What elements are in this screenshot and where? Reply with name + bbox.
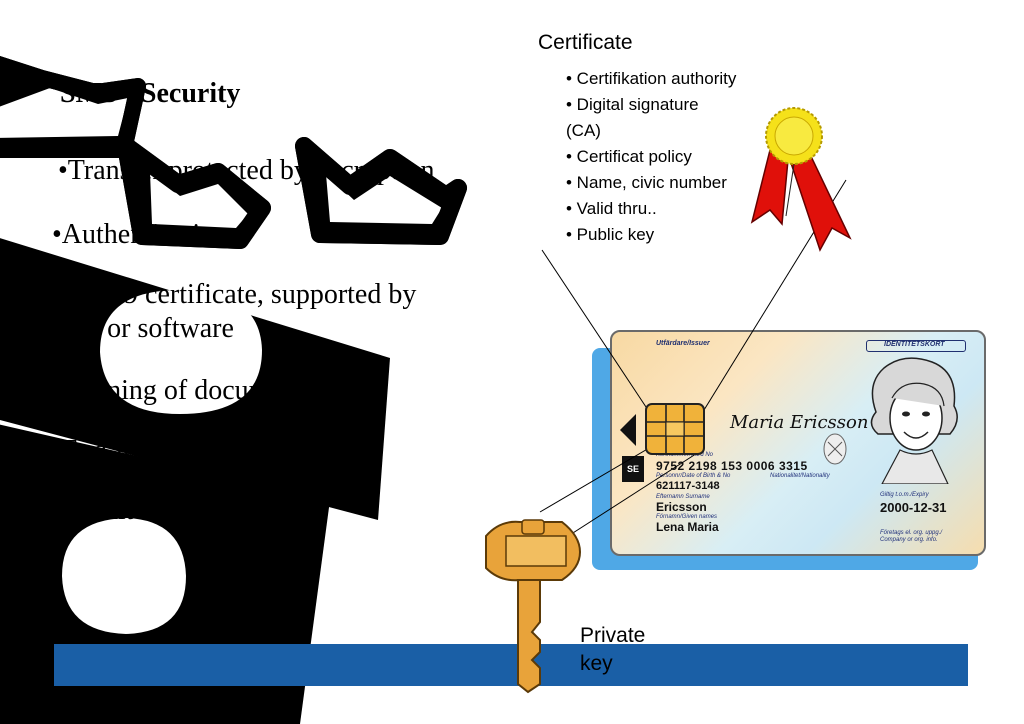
private-key-label-line1: Private	[580, 624, 646, 647]
card-valid-label: Giltig t.o.m./Expiry	[880, 492, 929, 498]
medal-ribbon-icon	[750, 107, 852, 252]
card-given-names: Lena Maria	[656, 520, 719, 534]
card-given-label: Förnamn/Given names	[656, 514, 718, 520]
card-type-box	[866, 340, 966, 352]
private-key-label: Private key	[580, 622, 645, 678]
certificate-label: Certificate	[538, 31, 633, 54]
cert-item-valid: • Valid thru..	[566, 199, 657, 218]
arrow-left-icon	[620, 414, 636, 446]
cert-item-pubkey: • Public key	[566, 225, 655, 244]
card-issuer-label: Utfärdare/Issuer	[656, 340, 710, 347]
bullet-x509-cont: card or software	[52, 313, 234, 344]
card-valid-date: 2000-12-31	[880, 500, 947, 515]
cert-item-signature: • Digital signature	[566, 95, 699, 114]
card-company-label-2: Company or org. info.	[880, 537, 938, 543]
card-signature: Maria Ericsson	[730, 412, 869, 433]
card-personal-number: 621117-3148	[656, 480, 720, 492]
footer-bar	[54, 644, 968, 686]
cert-item-policy: • Certificat policy	[566, 147, 692, 166]
bullet-x509: • X.509 certificate, supported by	[52, 279, 417, 310]
card-dob-label: Personnr/Date of Birth & No	[656, 473, 731, 479]
portrait-icon	[870, 357, 958, 484]
key-icon	[485, 519, 582, 694]
card-type-label: IDENTITETSKORT	[884, 341, 945, 348]
card-number: 9752 2198 153 0006 3315	[656, 459, 808, 473]
cert-item-ca: (CA)	[566, 121, 601, 140]
private-key-label-line2: key	[580, 652, 613, 675]
cert-item-authority: • Certifikation authority	[566, 69, 737, 88]
card-surname-label: Efternamn Surname	[656, 494, 710, 500]
chip-icon	[645, 403, 705, 455]
bullet-audit: •Audit trail by logging	[60, 495, 314, 526]
bullet-signing: •Signing of documents	[60, 375, 316, 406]
card-bank-logo: SE	[622, 456, 644, 482]
card-nationality-label: Nationalitet/Nationality	[770, 473, 830, 479]
cert-item-name: • Name, civic number	[566, 173, 727, 192]
card-surname: Ericsson	[656, 500, 707, 514]
id-card: Utfärdare/Issuer IDENTITETSKORT Maria Er…	[610, 330, 986, 556]
hologram-icon	[823, 433, 847, 465]
card-company-label-1: Företags el. org. uppg./	[880, 530, 943, 536]
bullet-e2e: •End-to-end encryption	[52, 435, 315, 466]
